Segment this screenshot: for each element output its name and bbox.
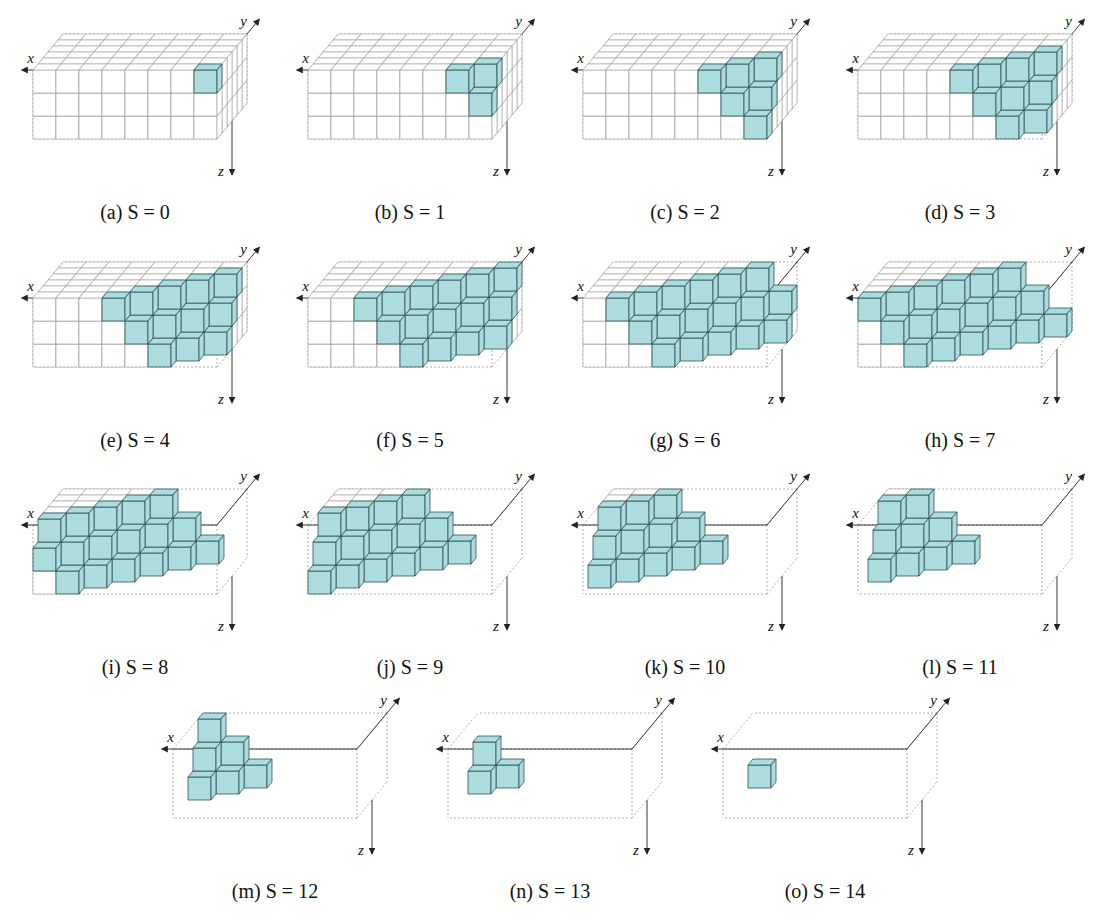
figure-stage: xyz(a) S = 0xyz(b) S = 1xyz(c) S = 2xyz(… <box>0 0 1098 919</box>
